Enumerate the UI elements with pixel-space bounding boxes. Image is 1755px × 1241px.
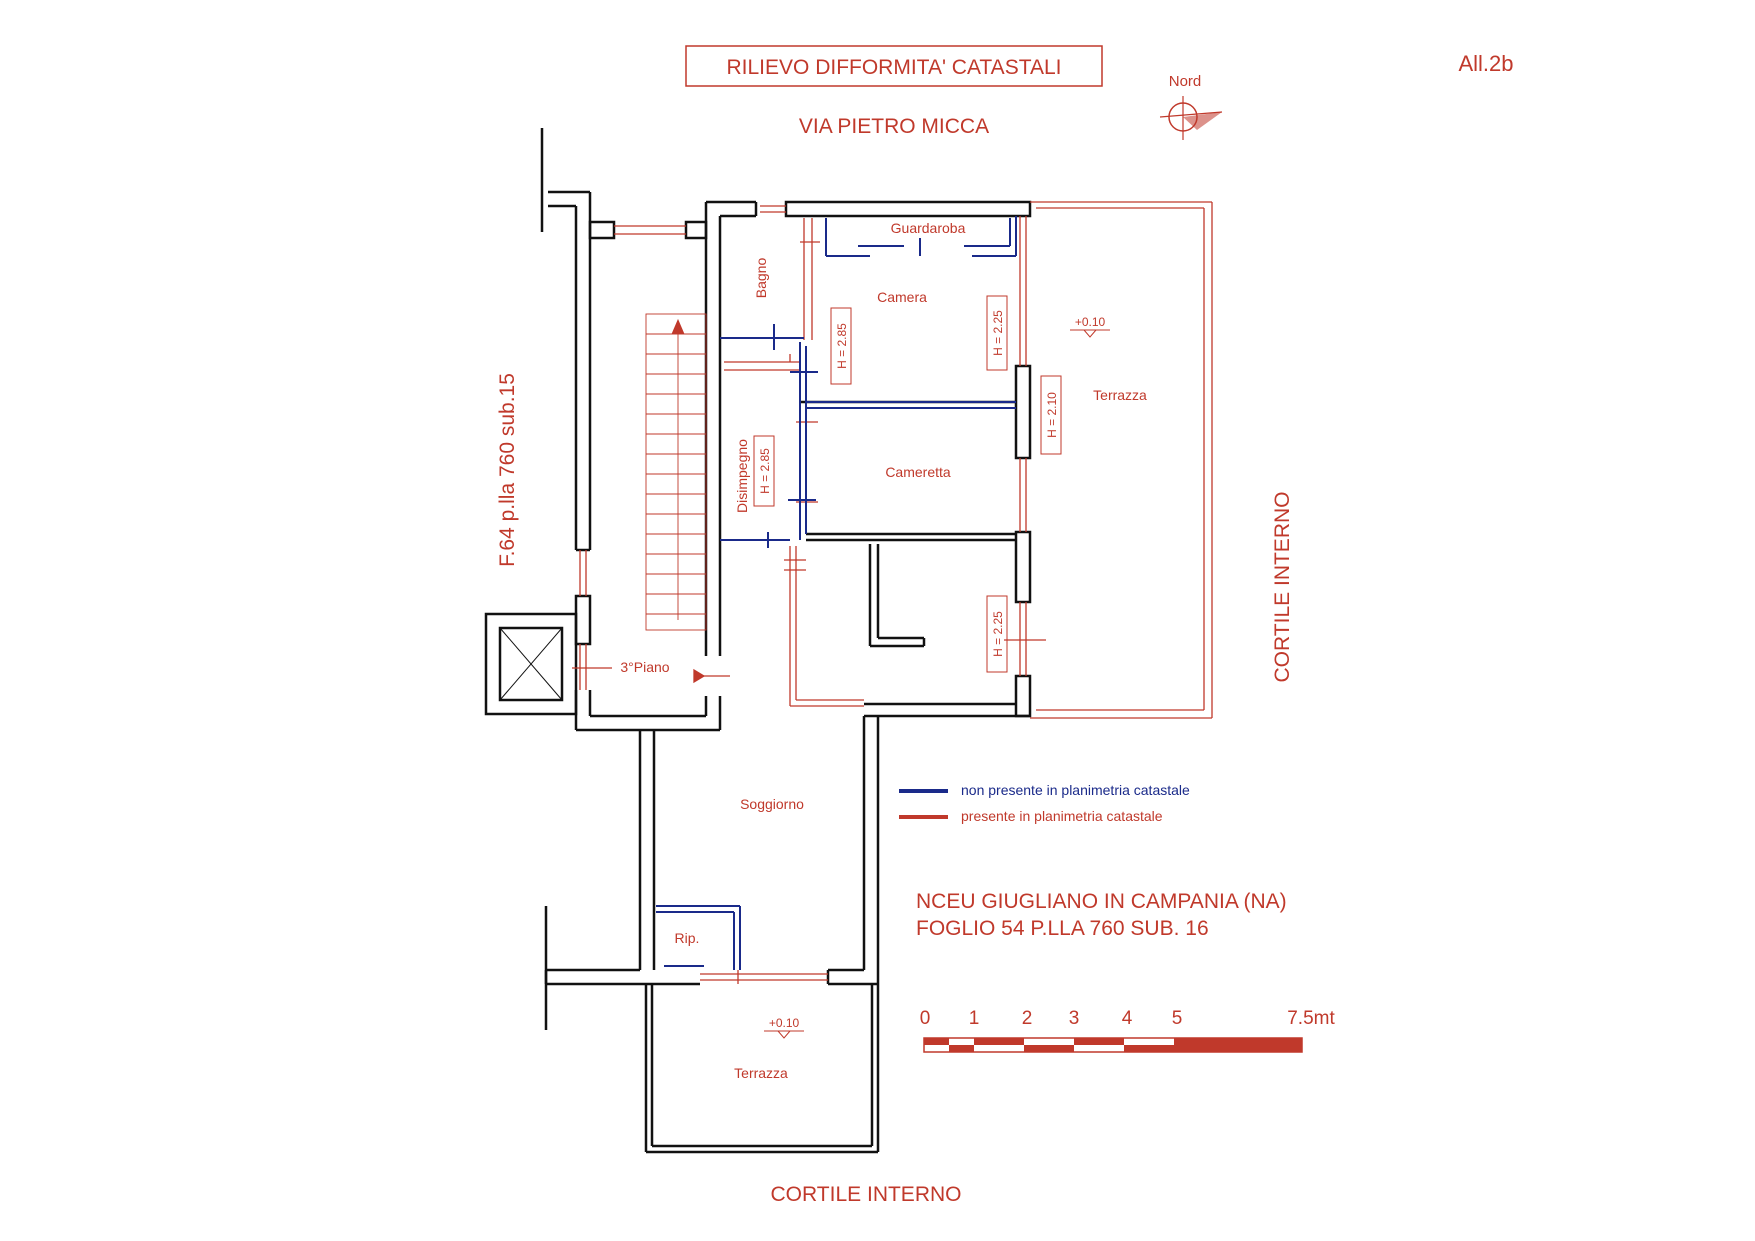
cadastral-line-2: FOGLIO 54 P.LLA 760 SUB. 16 xyxy=(916,917,1209,940)
annex-label: All.2b xyxy=(1458,51,1513,76)
room-camera: Camera xyxy=(877,289,927,305)
legend: non presente in planimetria catastale pr… xyxy=(899,782,1190,824)
legend-label-in-cadastre: presente in planimetria catastale xyxy=(961,808,1163,824)
scale-tick-0: 0 xyxy=(920,1008,931,1029)
drawing-title: RILIEVO DIFFORMITA' CATASTALI xyxy=(727,56,1062,79)
scale-tick-3: 3 xyxy=(1069,1008,1080,1029)
height-tag-camera-right: H = 2.25 xyxy=(986,295,1008,371)
room-disimpegno: Disimpegno xyxy=(734,439,750,513)
adjacent-parcel-label: F.64 p.lla 760 sub.15 xyxy=(496,373,519,567)
courtyard-right-label: CORTILE INTERNO xyxy=(1271,492,1294,683)
scale-tick-5: 5 xyxy=(1172,1008,1183,1029)
stair-level-label: 3°Piano xyxy=(620,659,669,675)
height-tag-lower-room: H = 2.25 xyxy=(986,595,1008,673)
room-terrazza-top: Terrazza xyxy=(1093,387,1147,403)
height-tags: H = 2.85 H = 2.25 H = 2.10 H = 2.85 H = … xyxy=(753,295,1062,673)
room-bagno: Bagno xyxy=(753,258,769,299)
room-terrazza-bottom: Terrazza xyxy=(734,1065,788,1081)
scale-end-label: 7.5mt xyxy=(1287,1008,1335,1029)
room-ripostiglio: Rip. xyxy=(675,930,700,946)
level-terrazza-top: +0.10 xyxy=(1075,315,1106,329)
height-tag-disimpegno: H = 2.85 xyxy=(753,435,775,507)
room-soggiorno: Soggiorno xyxy=(740,796,804,812)
street-label: VIA PIETRO MICCA xyxy=(799,115,989,138)
room-labels: Guardaroba Bagno Camera Terrazza Disimpe… xyxy=(620,220,1147,1081)
title-block: RILIEVO DIFFORMITA' CATASTALI xyxy=(685,45,1103,87)
room-guardaroba: Guardaroba xyxy=(891,220,966,236)
level-terrazza-bottom: +0.10 xyxy=(769,1016,800,1030)
cadastral-line-1: NCEU GIUGLIANO IN CAMPANIA (NA) xyxy=(916,890,1287,913)
svg-text:H = 2.25: H = 2.25 xyxy=(991,310,1005,356)
legend-label-not-in-cadastre: non presente in planimetria catastale xyxy=(961,782,1190,798)
staircase xyxy=(645,313,707,631)
title-frame xyxy=(685,45,1103,87)
room-cameretta: Cameretta xyxy=(885,464,951,480)
north-arrow-icon: Nord xyxy=(1159,73,1223,140)
cadastral-partitions xyxy=(572,201,1213,984)
scale-tick-1: 1 xyxy=(969,1008,980,1029)
svg-text:H = 2.85: H = 2.85 xyxy=(835,323,849,369)
height-tag-camera-left: H = 2.85 xyxy=(830,307,852,385)
svg-text:H = 2.10: H = 2.10 xyxy=(1045,392,1059,438)
svg-text:H = 2.25: H = 2.25 xyxy=(991,611,1005,657)
svg-text:H = 2.85: H = 2.85 xyxy=(758,448,772,494)
level-markers: +0.10 +0.10 xyxy=(764,315,1110,1039)
scale-tick-4: 4 xyxy=(1122,1008,1133,1029)
scale-bar: 0 1 2 3 4 5 7.5mt xyxy=(920,1008,1335,1053)
courtyard-bottom-label: CORTILE INTERNO xyxy=(771,1183,962,1206)
non-cadastral-partitions xyxy=(656,216,1017,970)
scale-tick-2: 2 xyxy=(1022,1008,1033,1029)
height-tag-terrace-wall: H = 2.10 xyxy=(1040,375,1062,455)
north-label: Nord xyxy=(1169,73,1202,90)
